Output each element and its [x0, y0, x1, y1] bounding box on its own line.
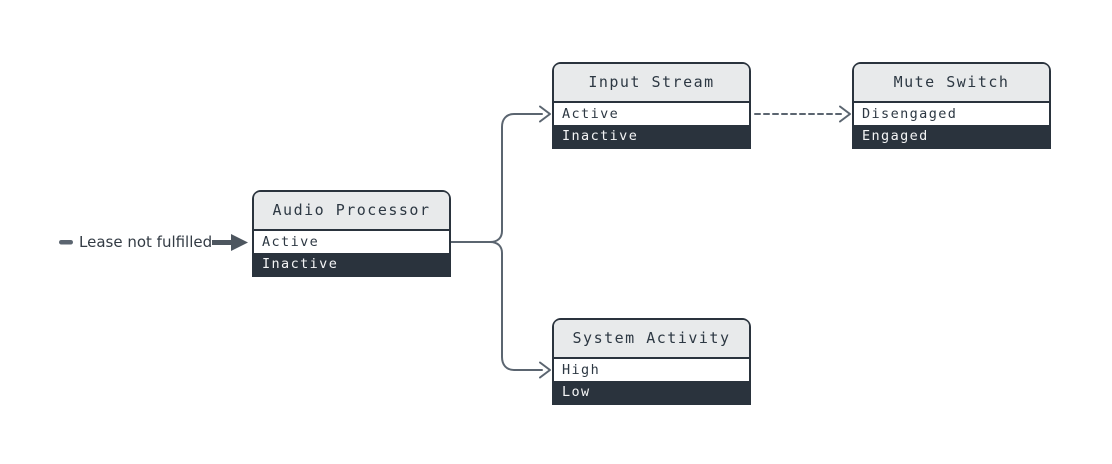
state-row-active: Active — [254, 231, 449, 253]
node-title-input-stream: Input Stream — [554, 64, 749, 103]
node-title-system-activity: System Activity — [554, 320, 749, 359]
edge-style-dash-icon — [59, 240, 73, 245]
state-row-active: Active — [554, 103, 749, 125]
edge-audio-to-system-activity — [489, 241, 543, 371]
node-system-activity: System Activity High Low — [552, 318, 751, 405]
node-title-mute-switch: Mute Switch — [854, 64, 1049, 103]
label-arrow-icon — [212, 234, 248, 251]
state-row-disengaged: Disengaged — [854, 103, 1049, 125]
state-row-low: Low — [554, 381, 749, 403]
arrowhead-mute-switch-icon — [839, 105, 851, 123]
state-row-engaged: Engaged — [854, 125, 1049, 147]
edge-label: Lease not fulfilled — [79, 233, 213, 251]
node-title-audio-processor: Audio Processor — [254, 192, 449, 231]
arrowhead-input-stream-icon — [539, 105, 551, 123]
arrowhead-system-activity-icon — [539, 361, 551, 379]
state-row-inactive: Inactive — [554, 125, 749, 147]
edge-audio-to-input-stream — [489, 113, 543, 243]
state-row-high: High — [554, 359, 749, 381]
node-mute-switch: Mute Switch Disengaged Engaged — [852, 62, 1051, 149]
state-row-inactive: Inactive — [254, 253, 449, 275]
node-input-stream: Input Stream Active Inactive — [552, 62, 751, 149]
node-audio-processor: Audio Processor Active Inactive — [252, 190, 451, 277]
